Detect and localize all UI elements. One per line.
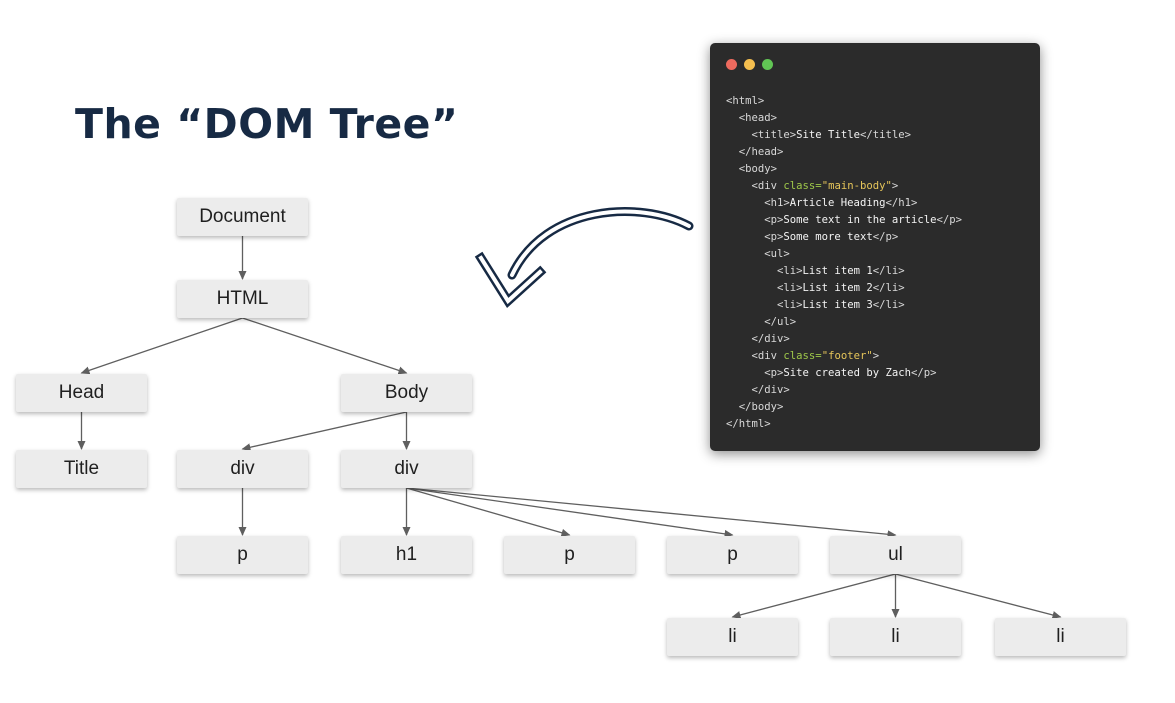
code-window: <html> <head> <title>Site Title</title> … (710, 43, 1040, 451)
code-token: Site created by Zach (783, 367, 911, 379)
code-token: </div> (726, 333, 790, 345)
tree-node-li2: li (830, 618, 961, 656)
tree-node-div2: div (341, 450, 472, 488)
code-token: </li> (872, 299, 905, 311)
code-token: </p> (936, 214, 962, 226)
code-line: </div> (726, 382, 962, 399)
code-token: <h1> (726, 197, 790, 209)
code-token: <title> (726, 129, 797, 141)
code-line: </html> (726, 416, 962, 433)
code-line: <li>List item 1</li> (726, 263, 962, 280)
code-token: List item 2 (802, 282, 873, 294)
tree-node-html: HTML (177, 280, 308, 318)
code-token: <li> (726, 299, 803, 311)
html-code-block: <html> <head> <title>Site Title</title> … (726, 93, 962, 433)
code-line: <h1>Article Heading</h1> (726, 195, 962, 212)
code-line: <div class="main-body"> (726, 178, 962, 195)
edge-ul-li1 (731, 573, 896, 619)
tree-node-li3: li (995, 618, 1126, 656)
tree-node-ul: ul (830, 536, 961, 574)
code-token: class= (783, 180, 822, 192)
code-line: <html> (726, 93, 962, 110)
edge-div2-p3 (406, 487, 734, 538)
code-token: Some text in the article (783, 214, 937, 226)
tree-node-body: Body (341, 374, 472, 412)
tree-node-h1: h1 (341, 536, 472, 574)
code-token: </li> (872, 282, 905, 294)
edge-group (77, 236, 1062, 619)
code-token: </html> (726, 418, 771, 430)
edge-body-div1 (241, 411, 407, 452)
edge-html-body (242, 317, 408, 375)
edge-div2-ul (406, 487, 897, 539)
code-line: <p>Some more text</p> (726, 229, 962, 246)
code-token: List item 1 (802, 265, 873, 277)
code-line: </div> (726, 331, 962, 348)
edge-ul-li3 (895, 573, 1062, 619)
tree-node-document: Document (177, 198, 308, 236)
close-dot[interactable] (726, 59, 737, 70)
code-token: <li> (726, 282, 803, 294)
code-line: <ul> (726, 246, 962, 263)
code-token: </p> (872, 231, 899, 243)
code-token: <html> (726, 95, 765, 107)
code-line: <head> (726, 110, 962, 127)
code-token: </li> (872, 265, 905, 277)
code-line: </body> (726, 399, 962, 416)
code-token: <p> (726, 214, 784, 226)
code-token: List item 3 (802, 299, 873, 311)
code-line: </head> (726, 144, 962, 161)
page-title: The “DOM Tree” (75, 100, 459, 148)
code-token: </body> (726, 401, 784, 413)
code-token: </h1> (885, 197, 918, 209)
tree-node-title: Title (16, 450, 147, 488)
code-line: <div class="footer"> (726, 348, 962, 365)
code-line: </ul> (726, 314, 962, 331)
code-line: <title>Site Title</title> (726, 127, 962, 144)
code-token: </p> (910, 367, 937, 379)
code-token: Site Title (796, 129, 860, 141)
code-line: <li>List item 3</li> (726, 297, 962, 314)
zoom-dot[interactable] (762, 59, 773, 70)
code-token: <p> (726, 231, 784, 243)
code-line: <p>Some text in the article</p> (726, 212, 962, 229)
minimize-dot[interactable] (744, 59, 755, 70)
code-token: > (872, 350, 880, 362)
tree-node-p3: p (667, 536, 798, 574)
code-token: class= (783, 350, 822, 362)
code-token: "footer" (821, 350, 873, 362)
edge-html-head (80, 317, 243, 375)
edge-div2-p2 (406, 487, 571, 537)
code-line: <li>List item 2</li> (726, 280, 962, 297)
code-token: > (891, 180, 899, 192)
tree-node-head: Head (16, 374, 147, 412)
code-token: </div> (726, 384, 790, 396)
tree-node-div1: div (177, 450, 308, 488)
code-token: <body> (726, 163, 778, 175)
code-token: <p> (726, 367, 784, 379)
code-token: Article Heading (789, 197, 886, 209)
code-token: "main-body" (821, 180, 892, 192)
code-token: </ul> (726, 316, 797, 328)
tree-node-p2: p (504, 536, 635, 574)
tree-node-p1: p (177, 536, 308, 574)
code-token: </title> (859, 129, 911, 141)
code-token: <ul> (726, 248, 790, 260)
code-token: Some more text (783, 231, 873, 243)
code-token: <li> (726, 265, 803, 277)
code-token: <div (726, 350, 784, 362)
code-token: </head> (726, 146, 784, 158)
tree-node-li1: li (667, 618, 798, 656)
code-token: <div (726, 180, 784, 192)
code-line: <body> (726, 161, 962, 178)
curved-arrow-icon (474, 207, 694, 308)
code-token: <head> (726, 112, 778, 124)
code-line: <p>Site created by Zach</p> (726, 365, 962, 382)
